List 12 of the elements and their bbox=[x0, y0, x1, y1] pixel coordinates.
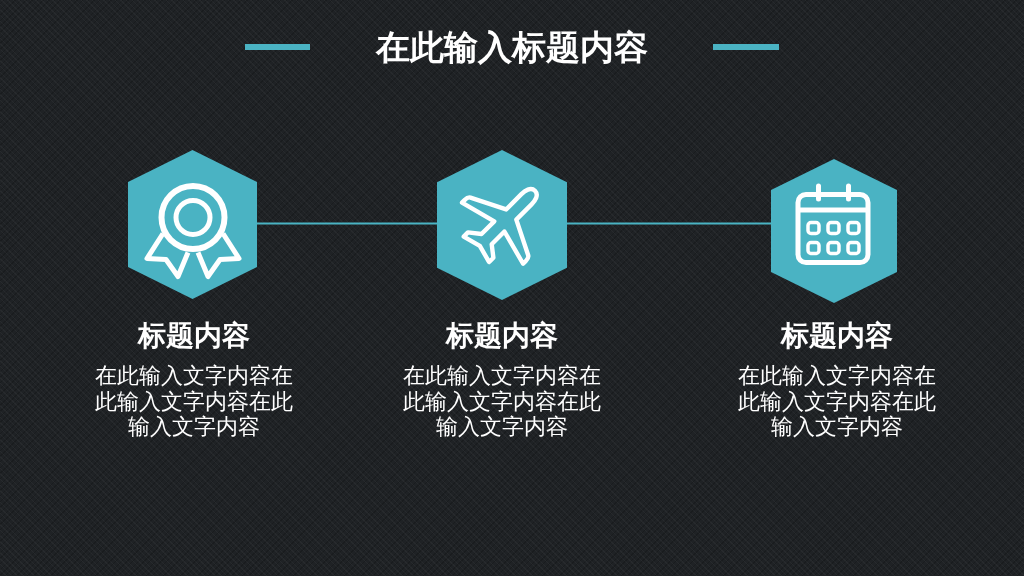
item-heading: 标题内容 bbox=[138, 319, 250, 353]
item-heading: 标题内容 bbox=[781, 319, 893, 353]
item-heading: 标题内容 bbox=[446, 319, 558, 353]
connector-line bbox=[566, 222, 772, 225]
description-text: 在此输入文字内容在此输入文字内容在此输入文字内容 bbox=[94, 363, 294, 440]
title: 在此输入标题内容 bbox=[376, 27, 648, 67]
hexagon bbox=[771, 159, 897, 303]
hexagon bbox=[128, 150, 257, 299]
hexagon bbox=[437, 150, 567, 300]
description-text: 在此输入文字内容在此输入文字内容在此输入文字内容 bbox=[737, 363, 937, 440]
description-text: 在此输入文字内容在此输入文字内容在此输入文字内容 bbox=[402, 363, 602, 440]
connector-line bbox=[256, 222, 438, 225]
